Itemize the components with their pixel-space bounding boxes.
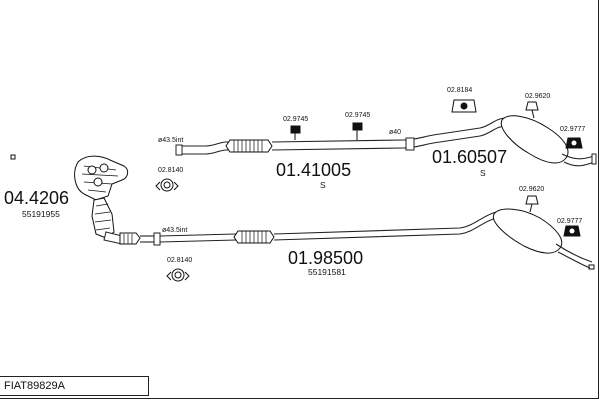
hanger-upper-3-icon: [451, 99, 477, 113]
upper-diameter-2-label: ø40: [389, 129, 401, 136]
upper-middle-suffix: S: [320, 180, 326, 190]
hanger-upper-5-icon: [565, 137, 583, 149]
upper-pipe-assembly: [175, 115, 597, 167]
clamp-upper-front-icon: [155, 178, 179, 192]
hanger-upper-4-label: 02.9620: [525, 93, 550, 100]
lower-rear-silencer: [492, 208, 563, 254]
upper-middle-number: 01.41005: [276, 160, 351, 180]
upper-rear-silencer: [500, 115, 569, 164]
hanger-upper-2-label: 02.9745: [345, 112, 370, 119]
clamp-upper-front-label: 02.8140: [158, 167, 183, 174]
hanger-upper-3-label: 02.8184: [447, 87, 472, 94]
clamp-lower-front-label: 02.8140: [167, 257, 192, 264]
manifold-number: 04.4206: [4, 188, 69, 208]
reference-mark-left: [10, 154, 16, 160]
upper-diameter-label: ø43.5int: [158, 137, 183, 144]
hanger-upper-4-icon: [525, 101, 539, 119]
lower-middle-number: 01.98500: [288, 248, 363, 268]
hanger-lower-2-label: 02.9777: [557, 218, 582, 225]
hanger-lower-2-icon: [563, 225, 581, 237]
drawing-code: FIAT89829A: [0, 376, 149, 396]
upper-flex-section: [225, 139, 273, 153]
manifold-catalyst: [74, 155, 141, 245]
hanger-upper-1-icon: [290, 125, 301, 140]
upper-rear-suffix: S: [480, 168, 486, 178]
hanger-lower-1-label: 02.9620: [519, 186, 544, 193]
lower-middle-oe-number: 55191581: [308, 267, 346, 277]
lower-diameter-label: ø43.5int: [162, 227, 187, 234]
hanger-upper-2-icon: [352, 122, 363, 140]
hanger-upper-1-label: 02.9745: [283, 116, 308, 123]
hanger-upper-5-label: 02.9777: [560, 126, 585, 133]
manifold-oe-number: 55191955: [22, 209, 60, 219]
clamp-lower-front-icon: [166, 268, 190, 282]
upper-rear-number: 01.60507: [432, 147, 507, 167]
hanger-lower-1-icon: [525, 195, 539, 213]
lower-pipe-assembly: [140, 208, 593, 269]
